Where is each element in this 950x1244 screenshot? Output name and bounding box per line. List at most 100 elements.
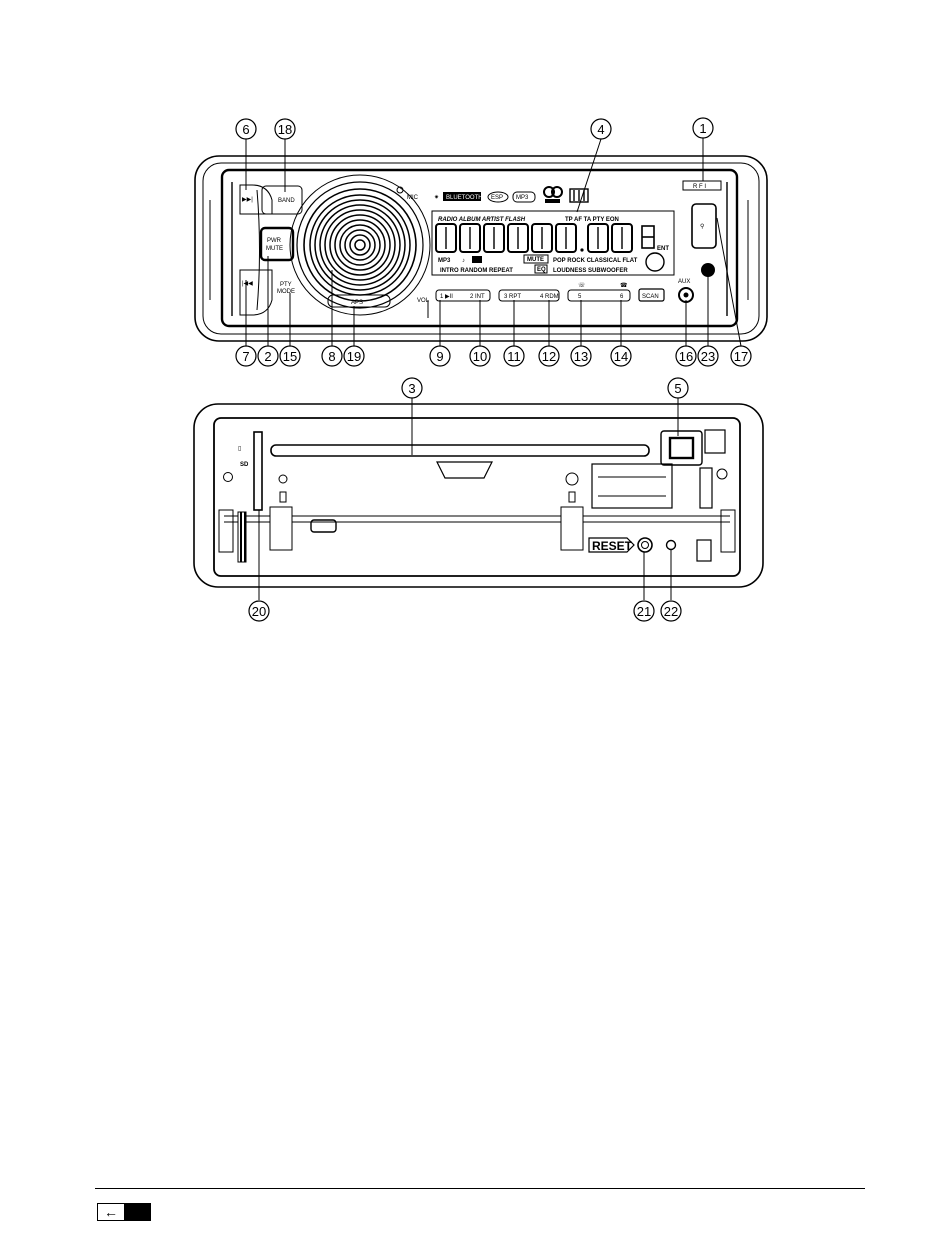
disc-spin-icon <box>645 252 665 272</box>
svg-text:2: 2 <box>264 349 271 364</box>
callout-22: 22 <box>660 600 682 622</box>
svg-text:14: 14 <box>614 349 628 364</box>
callout-8: 8 <box>321 345 343 367</box>
svg-text:22: 22 <box>664 604 678 619</box>
chassis-outer <box>193 403 764 588</box>
mp3-indicator: MP3 <box>516 195 529 201</box>
volume-knob[interactable] <box>303 188 417 302</box>
mic-hole <box>396 186 404 194</box>
lcd-playmode-row: INTRO RANDOM REPEAT <box>440 268 513 274</box>
callout-14: 14 <box>610 345 632 367</box>
usb-port[interactable] <box>691 203 717 249</box>
indicator-row: ✷ BLUETOOTH ESP MP3 <box>434 186 589 203</box>
svg-text:12: 12 <box>542 349 556 364</box>
chassis: ▯ SD RESET <box>193 403 764 588</box>
callout-leaders <box>245 138 742 600</box>
lcd-mute-indicator: MUTE <box>527 257 544 263</box>
lcd-display: RADIO ALBUM ARTIST FLASH TP AF TA PTY EO… <box>431 210 675 276</box>
preset-1-2-button[interactable] <box>435 289 491 302</box>
lcd-segment-digits <box>435 223 655 253</box>
svg-text:7: 7 <box>242 349 249 364</box>
callout-7: 7 <box>235 345 257 367</box>
bluetooth-indicator: BLUETOOTH <box>446 195 483 201</box>
svg-text:1: 1 <box>699 121 706 136</box>
sd-card-icon: ▯ <box>238 446 241 452</box>
rfi-label: R F I <box>693 184 706 190</box>
aps-button[interactable] <box>327 294 391 308</box>
callout-20: 20 <box>248 600 270 622</box>
mic-label: MIC <box>407 195 419 201</box>
preset-3-4-button[interactable] <box>498 289 560 302</box>
svg-text:9: 9 <box>436 349 443 364</box>
svg-text:6: 6 <box>242 122 249 137</box>
svg-text:20: 20 <box>252 604 266 619</box>
surround-logo-icon <box>543 186 563 203</box>
lcd-info-row: TP AF TA PTY EON <box>565 217 619 223</box>
callout-16: 16 <box>675 345 697 367</box>
usb-icon: ⚲ <box>700 223 704 230</box>
callout-10: 10 <box>469 345 491 367</box>
connector-block <box>591 463 673 509</box>
lcd-audio-row: LOUDNESS SUBWOOFER <box>553 268 628 274</box>
disc-logo-icon <box>569 188 589 203</box>
svg-text:15: 15 <box>283 349 297 364</box>
svg-text:18: 18 <box>278 122 292 137</box>
preset-4-label: 4 RDM <box>540 294 559 300</box>
pwr-mute-button[interactable] <box>259 226 295 262</box>
callout-5: 5 <box>667 377 689 399</box>
chassis-inner <box>213 417 741 577</box>
front-panel-outer <box>194 155 768 342</box>
footer-rule <box>95 1188 865 1189</box>
scan-button[interactable] <box>638 288 665 302</box>
sd-card-slot[interactable] <box>253 431 263 511</box>
preset-6-label: 6 <box>620 294 624 300</box>
ir-sensor <box>701 263 715 277</box>
svg-text:23: 23 <box>701 349 715 364</box>
mute-label: MUTE <box>266 246 283 252</box>
callout-9: 9 <box>429 345 451 367</box>
svg-text:13: 13 <box>574 349 588 364</box>
callout-21: 21 <box>633 600 655 622</box>
lcd-eq-indicator: EQ <box>537 267 546 273</box>
pty-label[interactable]: PTY <box>280 282 292 288</box>
pwr-label: PWR <box>267 238 282 244</box>
prev-track-icon: |◀◀ <box>242 281 253 287</box>
call-end-icon: ☏ <box>578 282 586 289</box>
disc-slot[interactable] <box>270 444 650 457</box>
eject-button[interactable] <box>660 430 703 466</box>
callouts: 6 18 4 1 7 2 15 8 19 9 10 11 12 13 14 16… <box>235 117 752 622</box>
callout-1: 1 <box>692 117 714 139</box>
back-button[interactable]: ← <box>97 1203 151 1221</box>
rfi-button[interactable] <box>682 180 722 191</box>
callout-6: 6 <box>235 118 257 140</box>
svg-text:21: 21 <box>637 604 651 619</box>
call-answer-icon: ☎ <box>620 282 628 289</box>
svg-text:16: 16 <box>679 349 693 364</box>
callout-11: 11 <box>503 345 525 367</box>
reset-button[interactable] <box>637 537 653 553</box>
arrow-left-icon: ← <box>98 1204 124 1220</box>
lcd-eq-presets: POP ROCK CLASSICAL FLAT <box>553 258 638 264</box>
preset-1-label: 1 ▶II <box>440 294 453 300</box>
bluetooth-icon: ✷ <box>434 194 439 201</box>
lcd-source-row: RADIO ALBUM ARTIST FLASH <box>438 217 526 223</box>
side-connector <box>237 511 247 563</box>
preset-5-6-button[interactable] <box>567 289 631 302</box>
front-panel: ▶▶| |◀◀ BAND PWR MUTE PTY MODE MIC VOL A… <box>194 155 768 342</box>
callout-23: 23 <box>697 345 719 367</box>
svg-text:10: 10 <box>473 349 487 364</box>
svg-text:11: 11 <box>507 349 521 364</box>
band-button[interactable] <box>261 185 303 215</box>
mode-label[interactable]: MODE <box>277 289 295 295</box>
music-note-icon: ♪ <box>462 258 465 264</box>
aux-label: AUX <box>678 279 690 285</box>
band-label: BAND <box>278 198 295 204</box>
lcd-format-indicator: MP3 <box>438 258 451 264</box>
svg-text:17: 17 <box>734 349 748 364</box>
callout-19: 19 <box>343 345 365 367</box>
callout-3: 3 <box>401 377 423 399</box>
preset-3-label: 3 RPT <box>504 294 521 300</box>
callout-18: 18 <box>274 118 296 140</box>
reset-label: RESET <box>592 539 633 553</box>
callout-15: 15 <box>279 345 301 367</box>
